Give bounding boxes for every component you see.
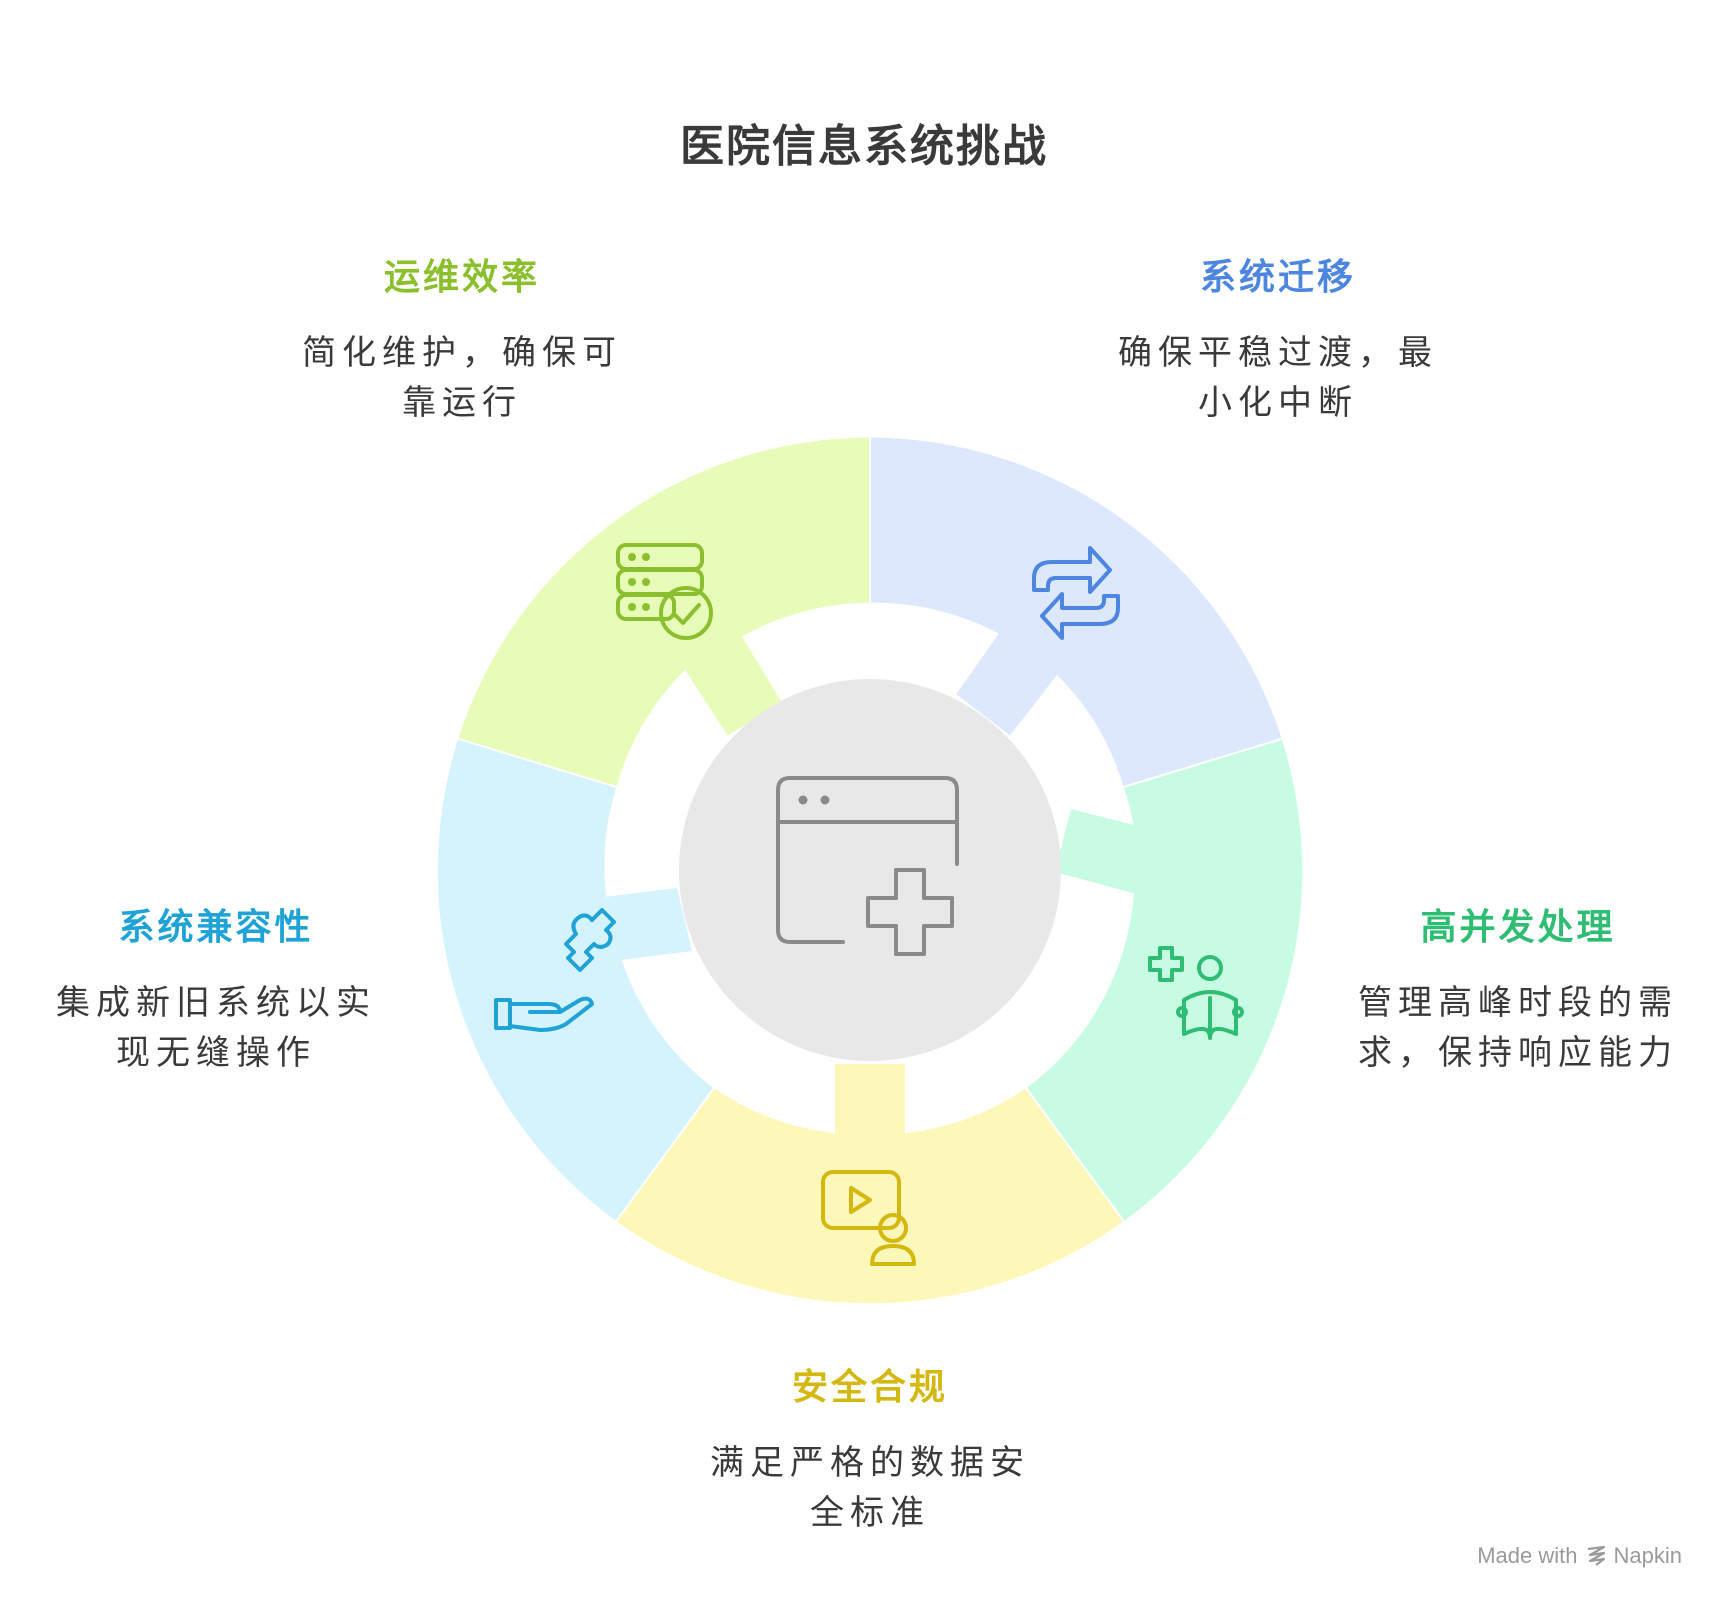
label-ops-desc-line2: 靠运行	[402, 383, 522, 423]
label-concurrency-desc-line2: 求，保持响应能力	[1358, 1033, 1678, 1073]
segment-compat	[437, 739, 713, 1221]
label-concurrency: 高并发处理 管理高峰时段的需 求，保持响应能力	[1318, 898, 1718, 1078]
label-ops-desc: 简化维护，确保可 靠运行	[262, 328, 662, 428]
label-security-desc-line2: 全标准	[810, 1493, 930, 1533]
label-migration-title: 系统迁移	[1199, 256, 1356, 298]
segment-security	[617, 1064, 1123, 1304]
label-compat-desc-line1: 集成新旧系统以实	[56, 983, 376, 1023]
label-ops: 运维效率 简化维护，确保可 靠运行	[262, 248, 662, 428]
watermark: Made with Napkin	[1477, 1543, 1682, 1569]
watermark-made-with: Made with	[1477, 1543, 1578, 1568]
label-migration-desc-line2: 小化中断	[1198, 383, 1358, 423]
label-compat-title: 系统兼容性	[118, 906, 314, 948]
segment-ops	[458, 437, 869, 786]
label-compat-desc-line2: 现无缝操作	[116, 1033, 316, 1073]
label-compat: 系统兼容性 集成新旧系统以实 现无缝操作	[16, 898, 416, 1078]
label-security-desc-line1: 满足严格的数据安	[710, 1443, 1030, 1483]
label-migration-desc-line1: 确保平稳过渡，最	[1118, 333, 1438, 373]
label-migration: 系统迁移 确保平稳过渡，最 小化中断	[1078, 248, 1478, 428]
label-security-title: 安全合规	[791, 1366, 948, 1408]
label-ops-desc-line1: 简化维护，确保可	[302, 333, 622, 373]
label-compat-desc: 集成新旧系统以实 现无缝操作	[16, 978, 416, 1078]
label-concurrency-desc: 管理高峰时段的需 求，保持响应能力	[1318, 978, 1718, 1078]
napkin-logo-icon	[1587, 1545, 1605, 1566]
watermark-brand: Napkin	[1613, 1543, 1682, 1568]
label-security: 安全合规 满足严格的数据安 全标准	[670, 1358, 1070, 1538]
label-ops-title: 运维效率	[383, 256, 540, 298]
page-title: 医院信息系统挑战	[680, 121, 1048, 172]
center-circle	[679, 679, 1061, 1061]
label-concurrency-title: 高并发处理	[1420, 906, 1616, 948]
label-security-desc: 满足严格的数据安 全标准	[670, 1438, 1070, 1538]
label-migration-desc: 确保平稳过渡，最 小化中断	[1078, 328, 1478, 428]
label-concurrency-desc-line1: 管理高峰时段的需	[1358, 983, 1678, 1023]
segment-migration	[871, 437, 1282, 786]
